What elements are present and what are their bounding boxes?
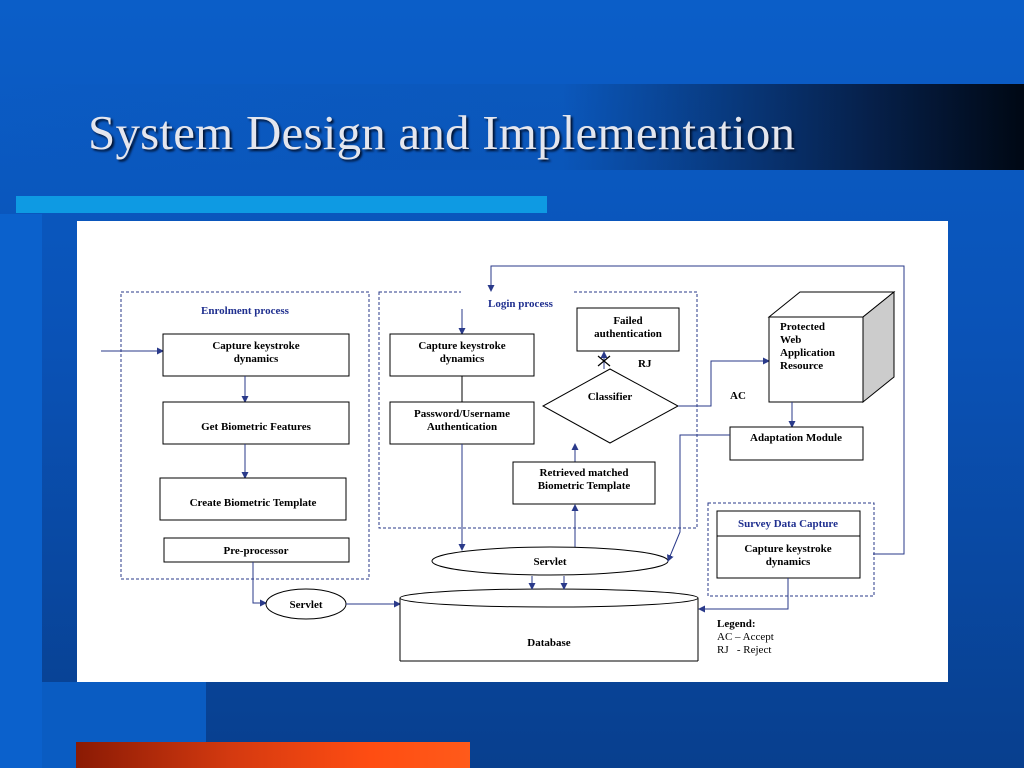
preprocessor-label: Pre-processor	[224, 545, 289, 557]
survey-data-capture-label: Survey Data Capture	[738, 518, 838, 530]
biometric-features-label: Get Biometric Features	[201, 421, 311, 433]
bottom-accent-bar	[76, 742, 470, 768]
adaptation-module-box	[729, 426, 864, 461]
login-capture-box	[389, 333, 535, 377]
legend-accept: AC – Accept	[717, 631, 774, 643]
survey-capture-label-line2: dynamics	[766, 556, 811, 568]
system-design-diagram: Enrolment process Capture keystroke dyna…	[101, 265, 905, 662]
biometric-features-box	[162, 401, 350, 445]
survey-capture-label-line1: Capture keystroke	[744, 543, 831, 555]
failed-auth-box	[576, 307, 680, 352]
diagram-panel: Enrolment process Capture keystroke dyna…	[77, 221, 948, 682]
password-auth-label-line1: Password/Username	[414, 408, 510, 420]
classifier-label: Classifier	[588, 391, 633, 403]
accept-marker-label: AC	[730, 390, 746, 402]
password-auth-label-line2: Authentication	[427, 421, 497, 433]
protected-resource-cube	[767, 290, 896, 404]
legend-reject: RJ - Reject	[717, 644, 771, 656]
login-capture-label-line1: Capture keystroke	[418, 340, 505, 352]
login-process-label: Login process	[488, 298, 554, 310]
enrolment-capture-label-line1: Capture keystroke	[212, 340, 299, 352]
title-band	[0, 84, 1024, 170]
protected-resource-label-line2: Web	[780, 334, 801, 346]
biometric-template-label: Create Biometric Template	[190, 497, 317, 509]
login-servlet-label: Servlet	[534, 556, 567, 568]
password-auth-box	[389, 401, 535, 445]
arrow-adaptation-to-servlet	[667, 434, 730, 562]
legend-title: Legend:	[717, 618, 756, 630]
reject-cross-icon	[597, 355, 611, 367]
enrolment-process-group	[120, 291, 370, 580]
adaptation-module-label: Adaptation Module	[750, 432, 842, 444]
retrieved-template-label-line1: Retrieved matched	[540, 467, 629, 479]
enrolment-process-label: Enrolment process	[201, 305, 290, 317]
login-process-group	[378, 291, 698, 529]
enrolment-capture-box	[162, 333, 350, 377]
failed-auth-label-line1: Failed	[613, 315, 642, 327]
retrieved-template-label-line2: Biometric Template	[538, 480, 631, 492]
database-label: Database	[527, 637, 571, 649]
accept-arrow-to-resource	[678, 357, 770, 407]
retrieved-template-box	[512, 461, 656, 505]
database-cylinder	[399, 588, 699, 662]
arrow-survey-to-database	[698, 578, 789, 613]
survey-data-capture-group	[707, 502, 875, 597]
loop-survey-to-login	[487, 265, 905, 555]
protected-resource-label-line3: Application	[780, 347, 835, 359]
enrolment-servlet-label: Servlet	[290, 599, 323, 611]
login-capture-label-line2: dynamics	[440, 353, 485, 365]
background-left-strip	[0, 214, 42, 768]
preprocessor-box	[163, 537, 350, 563]
protected-resource-label-line4: Resource	[780, 360, 823, 372]
protected-resource-label-line1: Protected	[780, 321, 825, 333]
biometric-template-box	[159, 477, 347, 521]
slide-title: System Design and Implementation	[88, 105, 796, 160]
classifier-diamond	[541, 368, 680, 444]
failed-auth-label-line2: authentication	[594, 328, 662, 340]
arrow-preprocessor-to-servlet	[252, 562, 267, 607]
enrolment-capture-label-line2: dynamics	[234, 353, 279, 365]
reject-marker-label: RJ	[638, 358, 652, 370]
title-underline-bar	[16, 196, 547, 213]
